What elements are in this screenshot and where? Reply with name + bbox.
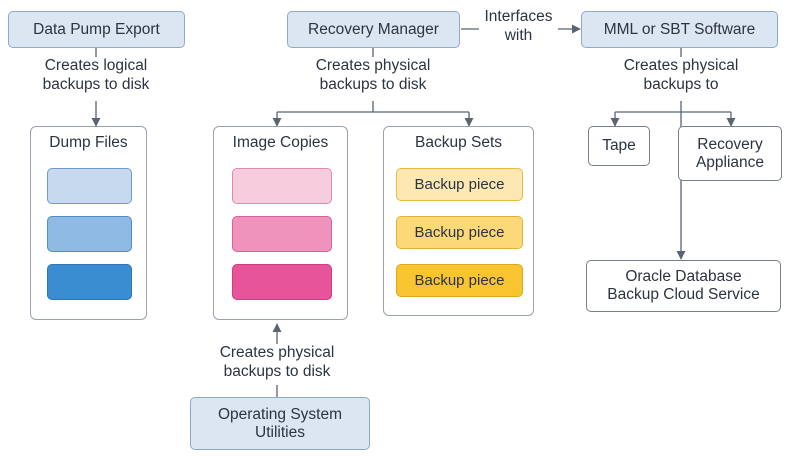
edge-label-creates-physical-backups-disk-os: Creates physical backups to disk — [199, 344, 355, 382]
edge-label-interfaces-with: Interfaces with — [479, 8, 558, 46]
edge-label-creates-physical-backups-disk-rman: Creates physical backups to disk — [295, 57, 451, 95]
node-mml-or-sbt-software-label: MML or SBT Software — [603, 20, 756, 38]
group-image-copies-title: Image Copies — [232, 134, 329, 151]
backup-piece-item-label: Backup piece — [414, 224, 505, 241]
image-copy-item[interactable] — [232, 264, 332, 300]
node-recovery-manager[interactable]: Recovery Manager — [287, 11, 460, 48]
image-copy-item[interactable] — [232, 216, 332, 252]
dump-file-item[interactable] — [47, 216, 132, 252]
node-tape[interactable]: Tape — [588, 126, 650, 166]
backup-piece-item-label: Backup piece — [414, 272, 505, 289]
backup-piece-item[interactable]: Backup piece — [396, 216, 523, 249]
dump-file-item[interactable] — [47, 168, 132, 204]
node-oracle-database-backup-cloud-service[interactable]: Oracle Database Backup Cloud Service — [586, 260, 781, 312]
backup-piece-item[interactable]: Backup piece — [396, 264, 523, 297]
node-mml-or-sbt-software[interactable]: MML or SBT Software — [581, 11, 778, 48]
node-data-pump-export[interactable]: Data Pump Export — [8, 11, 185, 48]
group-image-copies: Image Copies — [213, 126, 348, 320]
node-recovery-manager-label: Recovery Manager — [308, 20, 439, 38]
backup-piece-item[interactable]: Backup piece — [396, 168, 523, 201]
node-data-pump-export-label: Data Pump Export — [33, 20, 160, 38]
dump-file-item[interactable] — [47, 264, 132, 300]
node-recovery-appliance[interactable]: Recovery Appliance — [678, 126, 782, 181]
group-dump-files-title: Dump Files — [49, 134, 128, 151]
node-operating-system-utilities[interactable]: Operating System Utilities — [190, 397, 370, 450]
group-dump-files: Dump Files — [30, 126, 147, 320]
edge-label-creates-physical-backups-to: Creates physical backups to — [603, 57, 759, 95]
image-copy-item[interactable] — [232, 168, 332, 204]
backup-piece-item-label: Backup piece — [414, 176, 505, 193]
group-backup-sets-title: Backup Sets — [414, 134, 503, 151]
edge-label-creates-logical-backups: Creates logical backups to disk — [18, 57, 174, 95]
node-tape-label: Tape — [602, 137, 636, 155]
group-backup-sets: Backup Sets Backup piece Backup piece Ba… — [383, 126, 534, 316]
